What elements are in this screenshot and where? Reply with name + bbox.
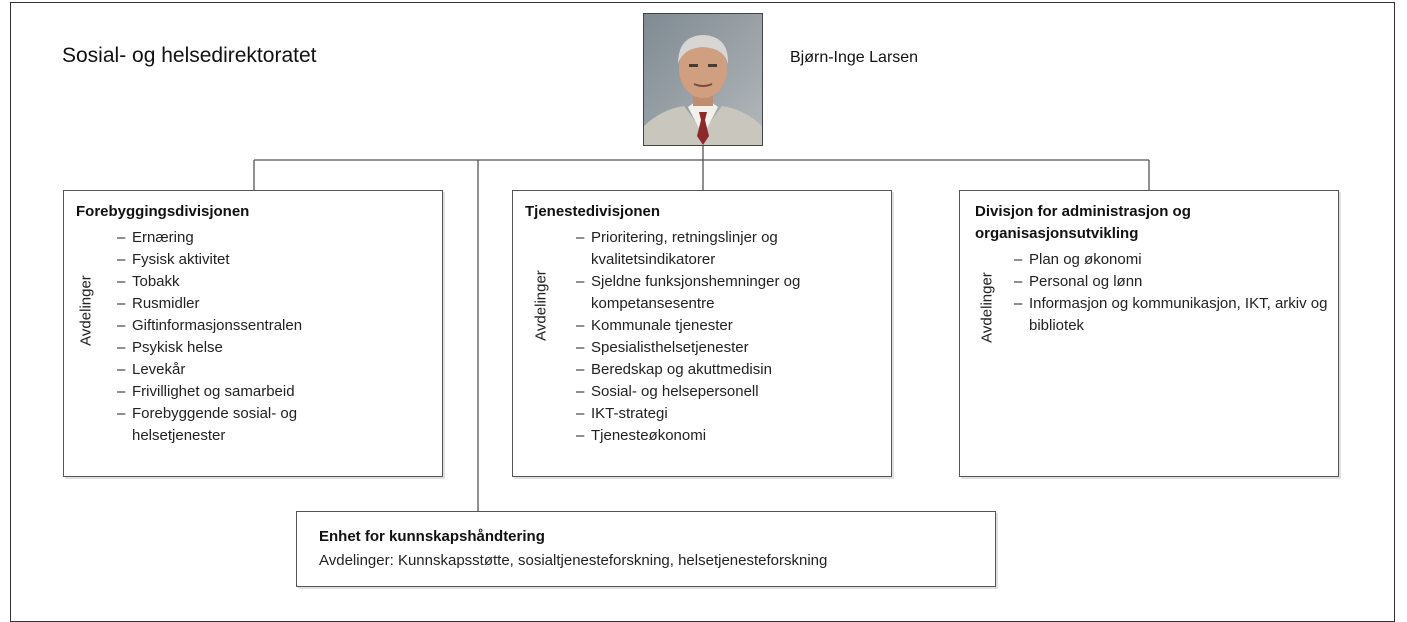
department-item: Tobakk xyxy=(117,271,437,293)
department-item: Forebyggende sosial- og helsetjenester xyxy=(117,403,347,447)
department-item: Prioritering, retningslinjer og kvalitet… xyxy=(576,227,843,271)
department-item: Levekår xyxy=(117,359,437,381)
department-item: Frivillighet og samarbeid xyxy=(117,381,437,403)
departments-label: Avdelinger xyxy=(532,270,550,341)
department-item: Psykisk helse xyxy=(117,337,437,359)
department-item: Rusmidler xyxy=(117,293,437,315)
division-box-administrasjon: Divisjon for administrasjon og organisas… xyxy=(959,190,1339,477)
department-item: Plan og økonomi xyxy=(1014,249,1334,271)
leader-name: Bjørn-Inge Larsen xyxy=(790,49,919,66)
leader-portrait xyxy=(643,13,763,146)
departments-label: Avdelinger xyxy=(978,272,996,343)
unit-title: Enhet for kunnskapshåndtering xyxy=(319,528,545,545)
department-item: Sosial- og helsepersonell xyxy=(576,381,866,403)
department-item: Tjenesteøkonomi xyxy=(576,425,866,447)
department-list: Plan og økonomi Personal og lønn Informa… xyxy=(1014,249,1334,337)
unit-departments: Avdelinger: Kunnskapsstøtte, sosialtjene… xyxy=(319,552,828,569)
departments-label: Avdelinger xyxy=(77,275,95,346)
department-item: Kommunale tjenester xyxy=(576,315,866,337)
division-box-tjeneste: Tjenestedivisjonen Avdelinger Prioriteri… xyxy=(512,190,892,477)
unit-box-kunnskapshandtering: Enhet for kunnskapshåndtering Avdelinger… xyxy=(296,511,996,587)
division-title: Tjenestedivisjonen xyxy=(525,203,661,220)
organization-title: Sosial- og helsedirektoratet xyxy=(62,44,317,67)
department-item: Ernæring xyxy=(117,227,437,249)
portrait-photo xyxy=(644,14,762,145)
division-box-forebygging: Forebyggingsdivisjonen Avdelinger Ernæri… xyxy=(63,190,443,477)
department-item: Sjeldne funksjonshemninger og kompetanse… xyxy=(576,271,859,315)
department-list: Ernæring Fysisk aktivitet Tobakk Rusmidl… xyxy=(117,227,437,447)
department-item: Informasjon og kommunikasjon, IKT, arkiv… xyxy=(1014,293,1329,337)
department-list: Prioritering, retningslinjer og kvalitet… xyxy=(576,227,866,447)
division-title: Divisjon for administrasjon og organisas… xyxy=(975,203,1191,242)
department-item: Beredskap og akuttmedisin xyxy=(576,359,866,381)
department-item: Giftinformasjonssentralen xyxy=(117,315,437,337)
department-item: Personal og lønn xyxy=(1014,271,1334,293)
department-item: Fysisk aktivitet xyxy=(117,249,437,271)
division-title: Forebyggingsdivisjonen xyxy=(76,203,250,220)
department-item: Spesialisthelsetjenester xyxy=(576,337,866,359)
department-item: IKT-strategi xyxy=(576,403,866,425)
